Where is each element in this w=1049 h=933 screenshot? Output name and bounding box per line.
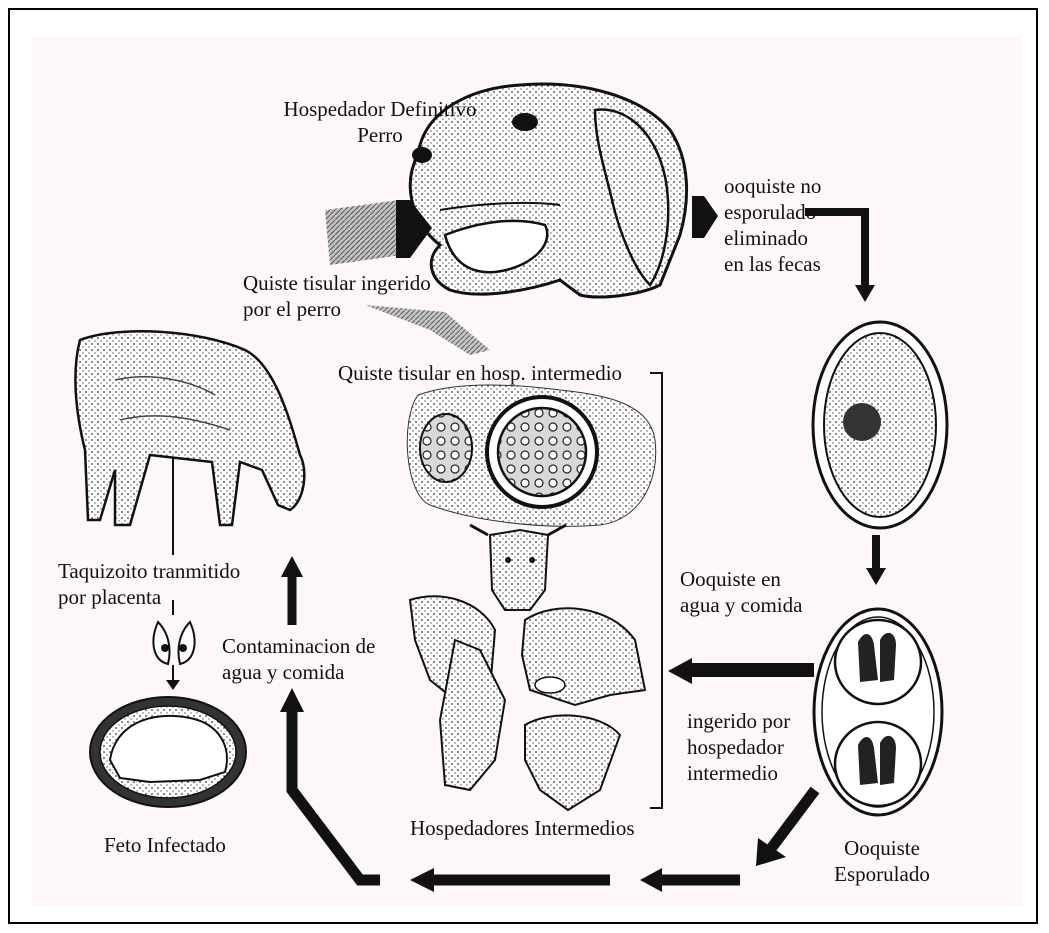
ingested-line-2: hospedador (687, 734, 790, 760)
unsporulated-line-3: eliminado (724, 225, 821, 251)
sporulated-line-1: Ooquiste (812, 835, 952, 861)
infected-fetus-label: Feto Infectado (104, 832, 226, 858)
sporulated-oocyst-icon (814, 609, 942, 815)
intermediate-hosts-label: Hospedadores Intermedios (410, 815, 635, 841)
oocyst-water-line-2: agua y comida (680, 592, 802, 618)
tachyzoite-line-1: Taquizoito tranmitido (58, 558, 240, 584)
tachyzoite-line-2: por placenta (58, 584, 240, 610)
ingestion-shadow (325, 200, 402, 265)
fetus-icon (90, 697, 246, 807)
arrow-to-unsporulated-head (855, 285, 875, 302)
cyst-in-intermediate-label: Quiste tisular en hosp. intermedio (338, 360, 622, 386)
unsporulated-line-4: en las fecas (724, 251, 821, 277)
unsporulated-oocyst-label: ooquiste no esporulado eliminado en las … (724, 173, 821, 277)
arrow-up-to-cow-head (280, 688, 304, 712)
ingested-line-3: intermedio (687, 760, 790, 786)
unsporulated-line-1: ooquiste no (724, 173, 821, 199)
unsporulated-line-2: esporulado (724, 199, 821, 225)
arrow-to-intermediate-hosts-head (668, 658, 692, 684)
sporulated-line-2: Esporulado (812, 861, 952, 887)
oocyst-water-line-1: Ooquiste en (680, 566, 802, 592)
tachyzoite-label: Taquizoito tranmitido por placenta (58, 558, 240, 610)
arrow-bottom-left (292, 710, 380, 880)
cow-icon (75, 331, 304, 525)
cyst-ingested-line-2: por el perro (243, 296, 431, 322)
tachyzoite-icon (153, 622, 194, 664)
tissue-cyst-icon (407, 385, 656, 526)
definitive-host-label: Hospedador Definitivo Perro (255, 96, 505, 148)
contamination-line-1: Contaminacion de (222, 633, 375, 659)
contamination-label: Contaminacion de agua y comida (222, 633, 375, 685)
ingested-line-1: ingerido por (687, 708, 790, 734)
contamination-line-2: agua y comida (222, 659, 375, 685)
dog-small-icon (522, 608, 645, 705)
sheep-head-icon (525, 715, 620, 810)
definitive-host-line-1: Hospedador Definitivo (255, 96, 505, 122)
oocyst-water-food-label: Ooquiste en agua y comida (680, 566, 802, 618)
cyst-ingested-label: Quiste tisular ingerido por el perro (243, 270, 431, 322)
definitive-host-line-2: Perro (255, 122, 505, 148)
tachyzoite-arrow-head (166, 680, 180, 690)
unsporulated-oocyst-icon (813, 322, 947, 528)
arrow-bottom-right-head (640, 868, 662, 892)
arrow-from-dog (692, 196, 718, 238)
ingested-by-intermediate-label: ingerido por hospedador intermedio (687, 708, 790, 786)
arrow-to-sporulated-head (866, 568, 886, 585)
sporulated-oocyst-label: Ooquiste Esporulado (812, 835, 952, 887)
arrow-up-to-cow (281, 556, 303, 577)
cyst-ingested-line-1: Quiste tisular ingerido (243, 270, 431, 296)
cow-head-icon (470, 525, 566, 610)
arrow-oocyst-down (770, 790, 815, 850)
arrow-bottom-middle-head (410, 868, 434, 892)
